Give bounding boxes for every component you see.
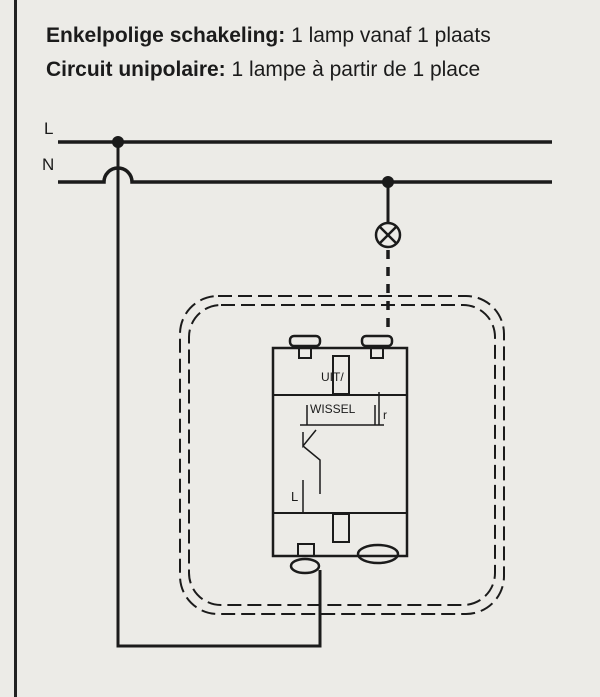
heading-dutch-bold: Enkelpolige schakeling: <box>46 24 286 47</box>
top-terminal-right <box>360 334 394 359</box>
margin-rule <box>14 0 17 697</box>
lamp-icon <box>374 221 402 249</box>
terminal-r-label: r <box>383 408 387 422</box>
switch-mechanism: UIT/ WISSEL r L <box>271 334 409 575</box>
switch-feed-wire <box>116 142 322 648</box>
neutral-label: N <box>42 155 54 174</box>
heading-french-bold: Circuit unipolaire: <box>46 58 226 81</box>
switch-label-bottom: WISSEL <box>310 402 356 416</box>
bottom-terminal-left <box>289 543 321 575</box>
bottom-terminal-right <box>356 543 400 565</box>
top-center-slot <box>332 355 350 395</box>
heading-french-rest: 1 lampe à partir de 1 place <box>225 58 481 81</box>
top-terminal-left <box>288 334 322 359</box>
line-label: L <box>44 119 53 138</box>
heading-dutch-rest: 1 lamp vanaf 1 plaats <box>285 24 491 47</box>
heading-dutch: Enkelpolige schakeling: 1 lamp vanaf 1 p… <box>46 24 491 48</box>
terminal-l-label: L <box>291 489 298 504</box>
switch-label-top: UIT/ <box>321 370 344 384</box>
heading-french: Circuit unipolaire: 1 lampe à partir de … <box>46 58 480 82</box>
switch-internal-bus <box>300 405 384 426</box>
wall-box-outer <box>179 295 505 615</box>
neutral-conductor <box>58 166 552 184</box>
switch-contact <box>302 429 321 494</box>
wall-box-inner <box>188 304 496 606</box>
bottom-center-slot <box>332 513 350 543</box>
